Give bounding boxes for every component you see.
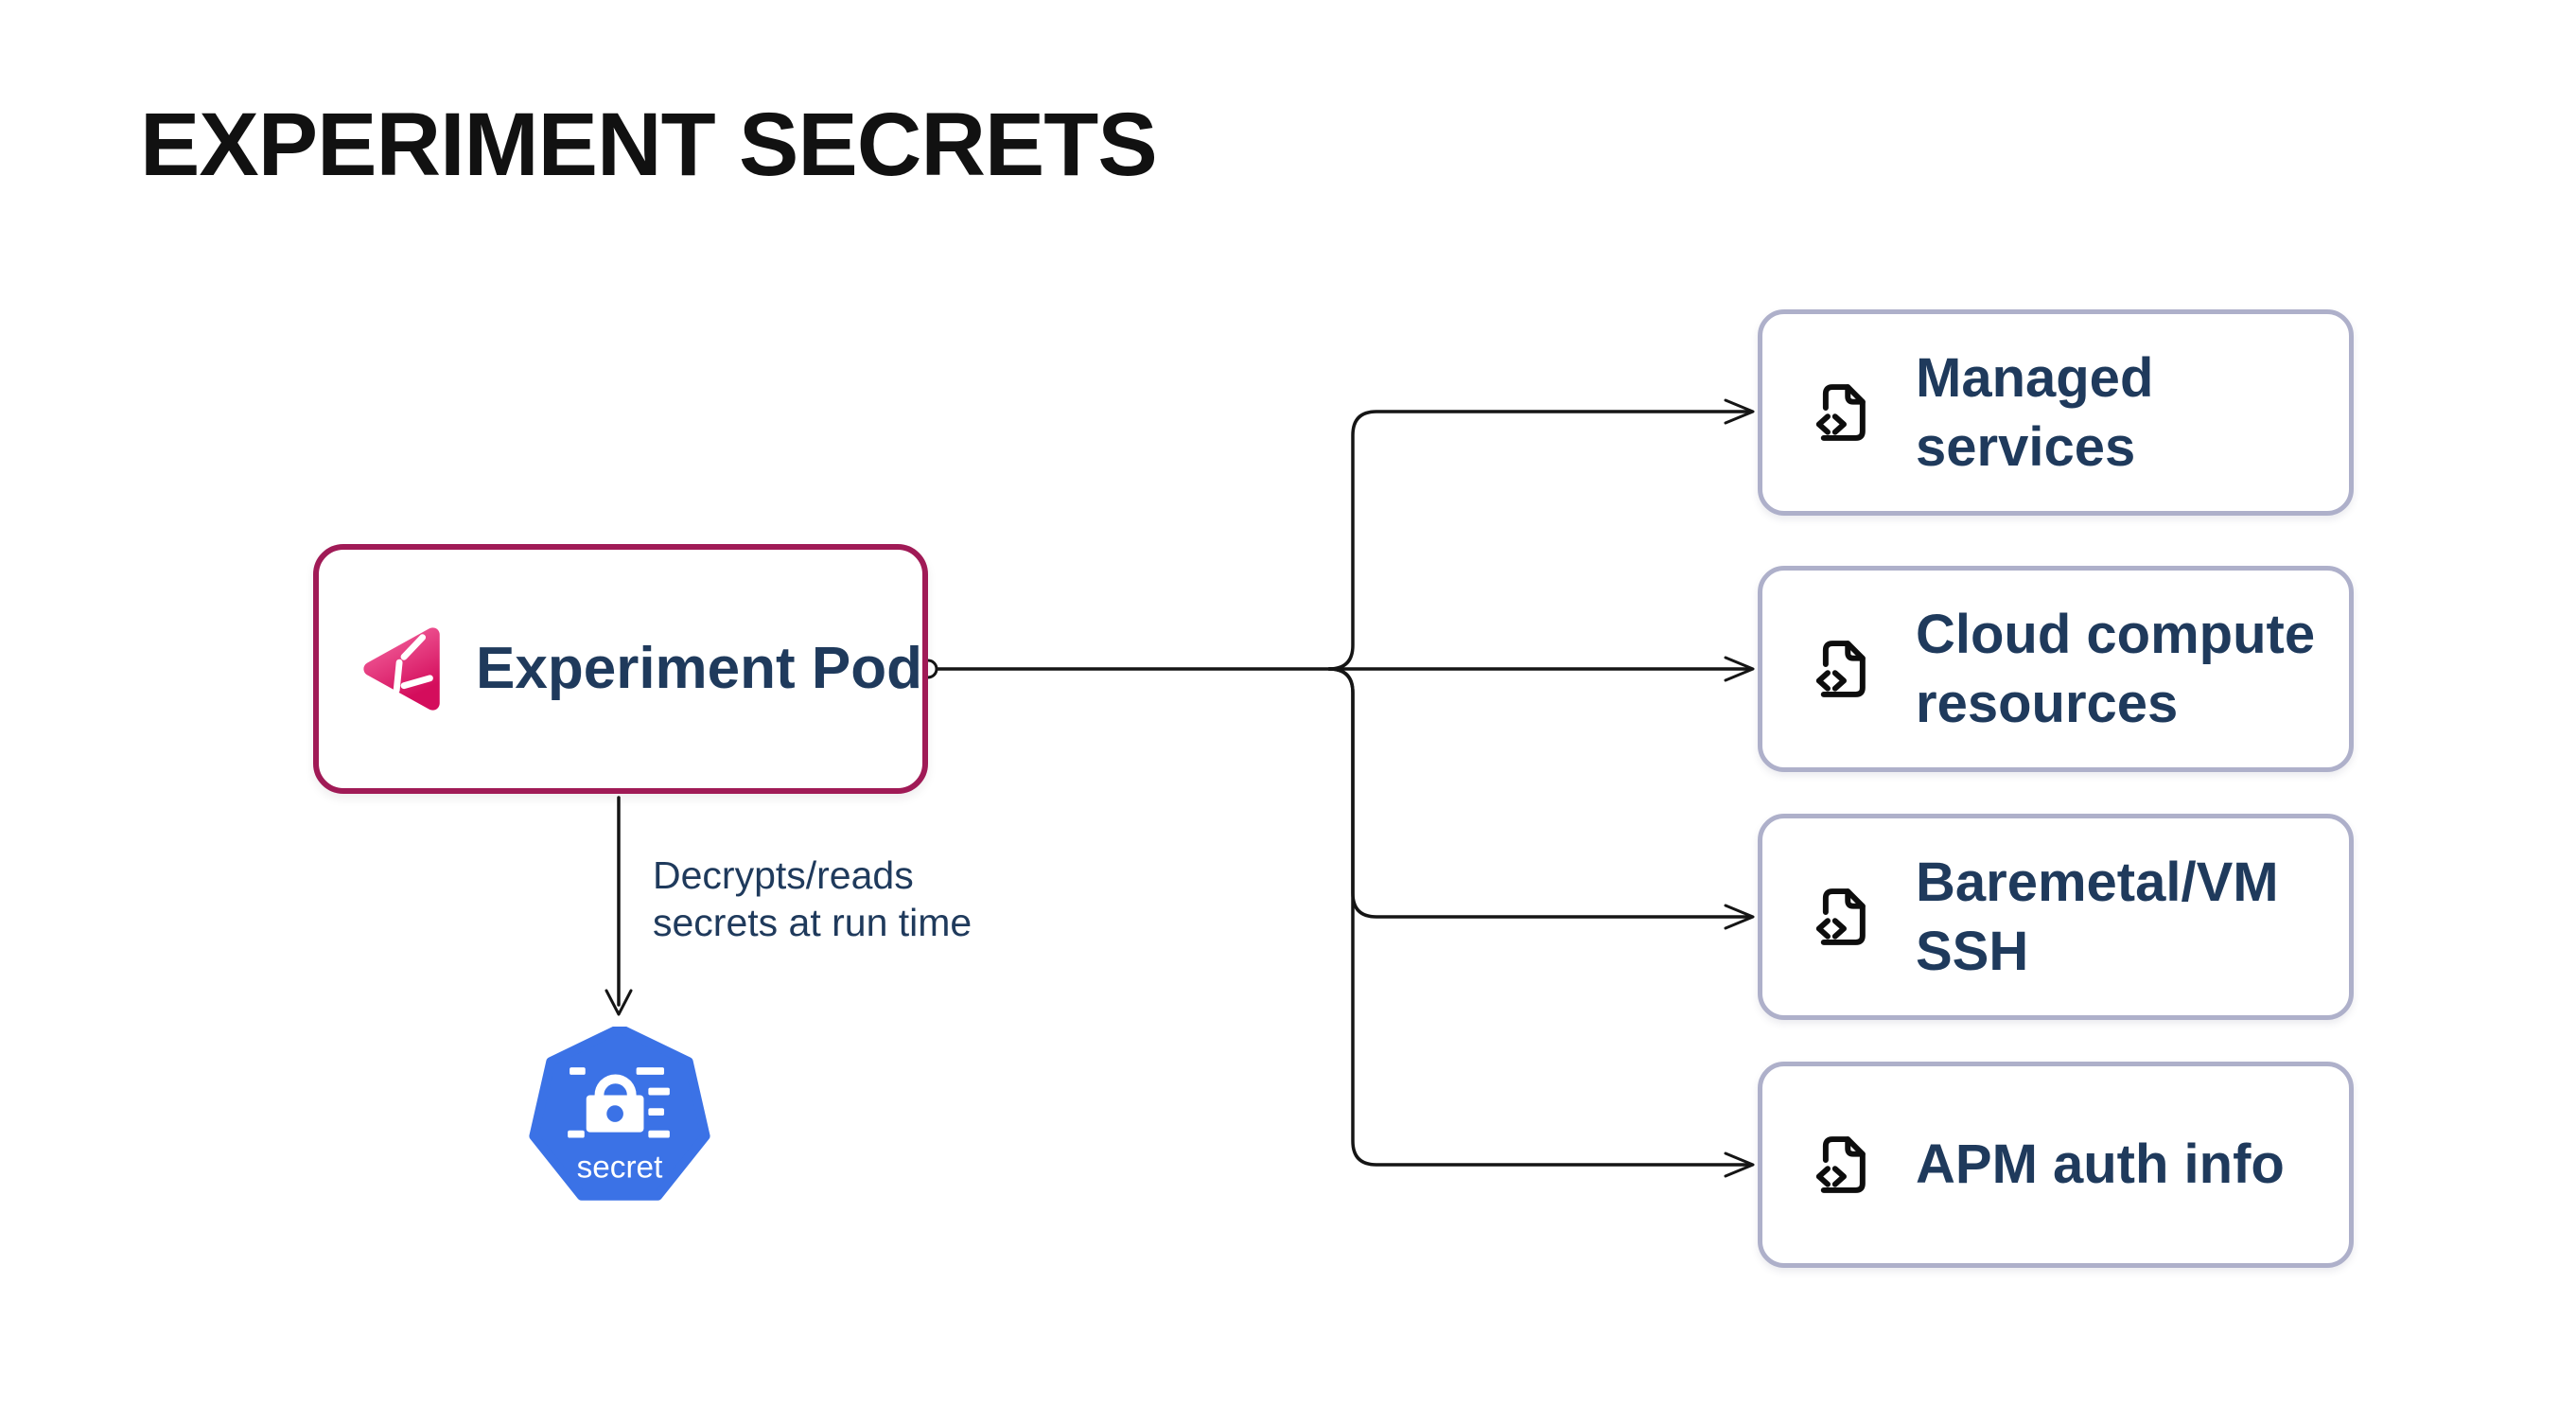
- experiment-pod-node: Experiment Pod: [313, 544, 928, 794]
- file-code-icon: [1815, 888, 1866, 945]
- page-title: EXPERIMENT SECRETS: [140, 95, 1158, 195]
- secret-label: secret: [577, 1151, 663, 1186]
- file-code-icon: [1815, 1136, 1866, 1193]
- padlock-icon: [568, 1067, 670, 1138]
- litmus-chaos-icon: [363, 627, 440, 711]
- pod-label: Experiment Pod: [476, 635, 922, 701]
- target-label: Managed services: [1916, 346, 2154, 478]
- target-label: Cloud compute resources: [1916, 603, 2316, 734]
- target-box-cloud-compute: Cloud compute resources: [1758, 566, 2354, 772]
- edge-caption: Decrypts/reads secrets at run time: [653, 853, 973, 945]
- file-code-icon: [1815, 641, 1866, 697]
- file-code-icon: [1815, 384, 1866, 441]
- kubernetes-secret-icon: secret: [529, 1027, 710, 1201]
- target-box-baremetal-vm-ssh: Baremetal/VM SSH: [1758, 814, 2354, 1020]
- target-box-apm-auth-info: APM auth info: [1758, 1062, 2354, 1268]
- target-label: APM auth info: [1916, 1134, 2285, 1196]
- target-box-managed-services: Managed services: [1758, 309, 2354, 516]
- target-label: Baremetal/VM SSH: [1916, 851, 2279, 982]
